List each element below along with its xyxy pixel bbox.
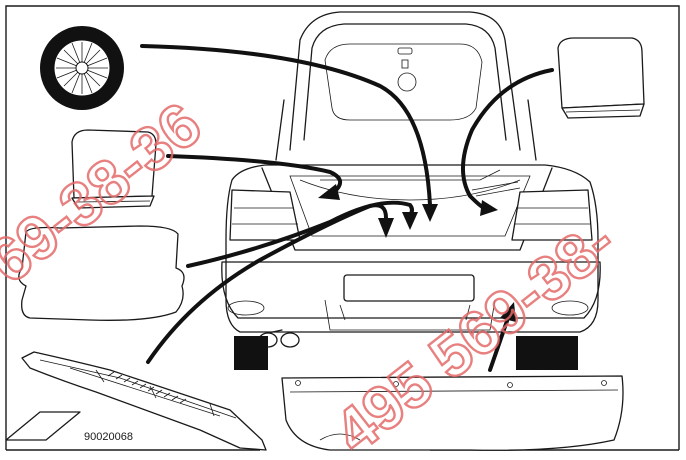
left-tyre-shape — [234, 336, 268, 370]
spare-wheel-part — [40, 26, 124, 110]
arrow-left-trim — [168, 156, 340, 192]
arrow-head-right-trim — [480, 200, 498, 216]
arrow-head-spare-wheel — [422, 204, 438, 222]
figure-number-tag: 90020068 — [6, 412, 133, 443]
side-trim-panel-right-part — [558, 38, 644, 118]
arrow-head-parcel-shelf — [378, 218, 394, 238]
figure-id-label: 90020068 — [84, 431, 133, 443]
arrow-right-trim — [463, 70, 552, 208]
arrow-head-floor-mat — [402, 212, 418, 230]
arrow-floor-mat — [188, 203, 412, 266]
parcel-shelf-part — [22, 352, 266, 450]
